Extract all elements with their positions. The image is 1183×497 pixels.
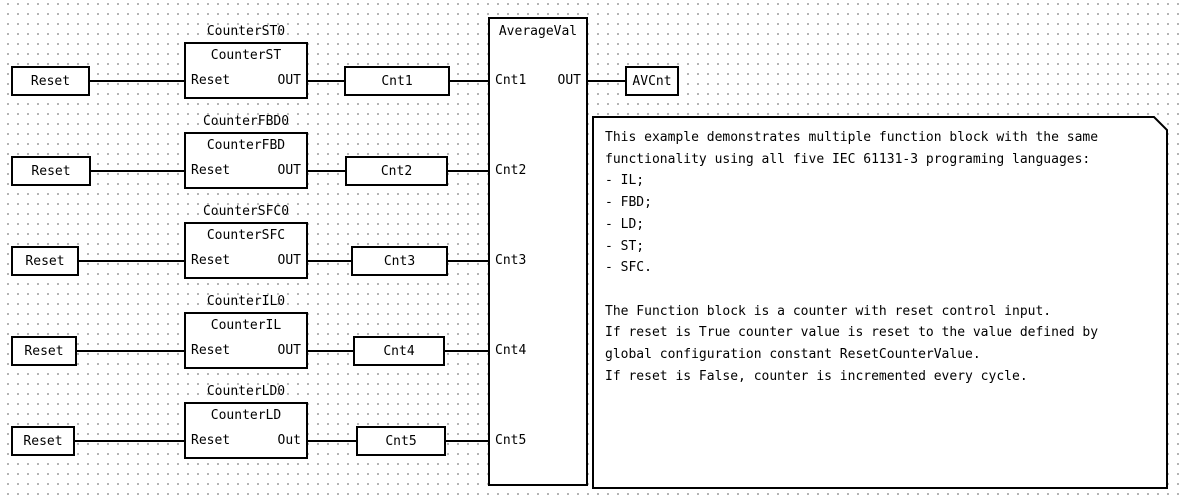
output-variable-cnt4[interactable]: Cnt4 [353, 336, 445, 366]
input-variable-reset-4[interactable]: Reset [11, 336, 77, 366]
pin-out[interactable]: OUT [557, 73, 581, 88]
function-block-counteril[interactable]: CounterIL Reset OUT [184, 312, 308, 369]
pin-reset[interactable]: Reset [191, 163, 231, 178]
block-type-name: CounterLD [210, 408, 282, 423]
comment-line: - SFC. [605, 260, 652, 276]
wire-cnt2-to-averageval[interactable] [448, 170, 488, 172]
function-block-counterld[interactable]: CounterLD Reset Out [184, 402, 308, 459]
comment-line: The Function block is a counter with res… [605, 303, 1052, 319]
input-variable-reset-1[interactable]: Reset [11, 66, 90, 96]
block-instance-name: CounterIL0 [206, 294, 286, 309]
variable-label: Reset [25, 253, 65, 269]
variable-label: Reset [24, 343, 64, 359]
comment-line: - IL; [605, 173, 645, 189]
variable-label: Cnt5 [385, 433, 417, 449]
block-instance-name: CounterST0 [206, 24, 286, 39]
variable-label: Cnt3 [383, 253, 416, 269]
wire-averageval-to-avcnt[interactable] [588, 80, 625, 82]
pin-out[interactable]: OUT [277, 253, 301, 268]
pin-cnt1[interactable]: Cnt1 [495, 73, 527, 88]
block-type-name: AverageVal [498, 24, 578, 39]
variable-label: Cnt2 [380, 163, 413, 179]
block-type-name: CounterFBD [206, 138, 286, 153]
variable-label: Reset [31, 163, 71, 179]
block-type-name: CounterSFC [206, 228, 286, 243]
comment-line: - ST; [605, 238, 645, 254]
block-instance-name: CounterLD0 [206, 384, 286, 399]
pin-out[interactable]: OUT [277, 163, 301, 178]
wire-cnt1-to-averageval[interactable] [450, 80, 488, 82]
block-type-name: CounterIL [210, 318, 282, 333]
pin-out[interactable]: OUT [277, 73, 301, 88]
function-block-averageval[interactable]: AverageVal Cnt1 Cnt2 Cnt3 Cnt4 Cnt5 OUT [488, 17, 588, 486]
comment-line: This example demonstrates multiple funct… [605, 130, 1099, 145]
function-block-counterst[interactable]: CounterST Reset OUT [184, 42, 308, 99]
variable-label: Cnt4 [383, 343, 415, 359]
comment-line: - FBD; [605, 195, 652, 211]
block-instance-name: CounterFBD0 [202, 114, 290, 129]
block-type-name: CounterST [210, 48, 282, 63]
wire-reset-to-counteril[interactable] [77, 350, 184, 352]
pin-cnt2[interactable]: Cnt2 [495, 163, 527, 178]
wire-counterld-to-cnt5[interactable] [308, 440, 356, 442]
wire-reset-to-counterst[interactable] [90, 80, 184, 82]
wire-counterst-to-cnt1[interactable] [308, 80, 344, 82]
comment-line: - LD; [605, 216, 645, 232]
pin-out[interactable]: OUT [277, 343, 301, 358]
wire-cnt3-to-averageval[interactable] [448, 260, 488, 262]
wire-reset-to-countersfc[interactable] [79, 260, 184, 262]
output-variable-avcnt[interactable]: AVCnt [625, 66, 679, 96]
comment-line [605, 279, 1155, 301]
pin-out[interactable]: Out [277, 433, 301, 448]
pin-cnt3[interactable]: Cnt3 [495, 253, 527, 268]
wire-cnt5-to-averageval[interactable] [446, 440, 488, 442]
output-variable-cnt5[interactable]: Cnt5 [356, 426, 446, 456]
pin-reset[interactable]: Reset [191, 433, 231, 448]
output-variable-cnt1[interactable]: Cnt1 [344, 66, 450, 96]
wire-cnt4-to-averageval[interactable] [445, 350, 488, 352]
variable-label: Cnt1 [381, 73, 413, 89]
input-variable-reset-2[interactable]: Reset [11, 156, 91, 186]
comment-text: This example demonstrates multiple funct… [605, 127, 1155, 387]
pin-cnt4[interactable]: Cnt4 [495, 343, 527, 358]
comment-note-outline [592, 116, 1168, 489]
pin-cnt5[interactable]: Cnt5 [495, 433, 527, 448]
comment-line: If reset is True counter value is reset … [605, 325, 1099, 341]
variable-label: Reset [23, 433, 63, 449]
pin-reset[interactable]: Reset [191, 253, 231, 268]
comment-note[interactable]: This example demonstrates multiple funct… [592, 116, 1168, 490]
wire-countersfc-to-cnt3[interactable] [308, 260, 351, 262]
wire-counterfbd-to-cnt2[interactable] [308, 170, 345, 172]
input-variable-reset-3[interactable]: Reset [11, 246, 79, 276]
function-block-counterfbd[interactable]: CounterFBD Reset OUT [184, 132, 308, 189]
comment-line: If reset is False, counter is incremente… [605, 368, 1028, 384]
pin-reset[interactable]: Reset [191, 73, 231, 88]
comment-line: global configuration constant ResetCount… [605, 347, 981, 363]
comment-line: functionality using all five IEC 61131-3… [605, 151, 1091, 167]
wire-reset-to-counterfbd[interactable] [91, 170, 184, 172]
wire-reset-to-counterld[interactable] [75, 440, 184, 442]
variable-label: Reset [30, 73, 71, 89]
pin-reset[interactable]: Reset [191, 343, 231, 358]
block-instance-name: CounterSFC0 [202, 204, 290, 219]
output-variable-cnt2[interactable]: Cnt2 [345, 156, 448, 186]
output-variable-cnt3[interactable]: Cnt3 [351, 246, 448, 276]
variable-label: AVCnt [632, 73, 672, 89]
function-block-countersfc[interactable]: CounterSFC Reset OUT [184, 222, 308, 279]
wire-counteril-to-cnt4[interactable] [308, 350, 353, 352]
input-variable-reset-5[interactable]: Reset [11, 426, 75, 456]
